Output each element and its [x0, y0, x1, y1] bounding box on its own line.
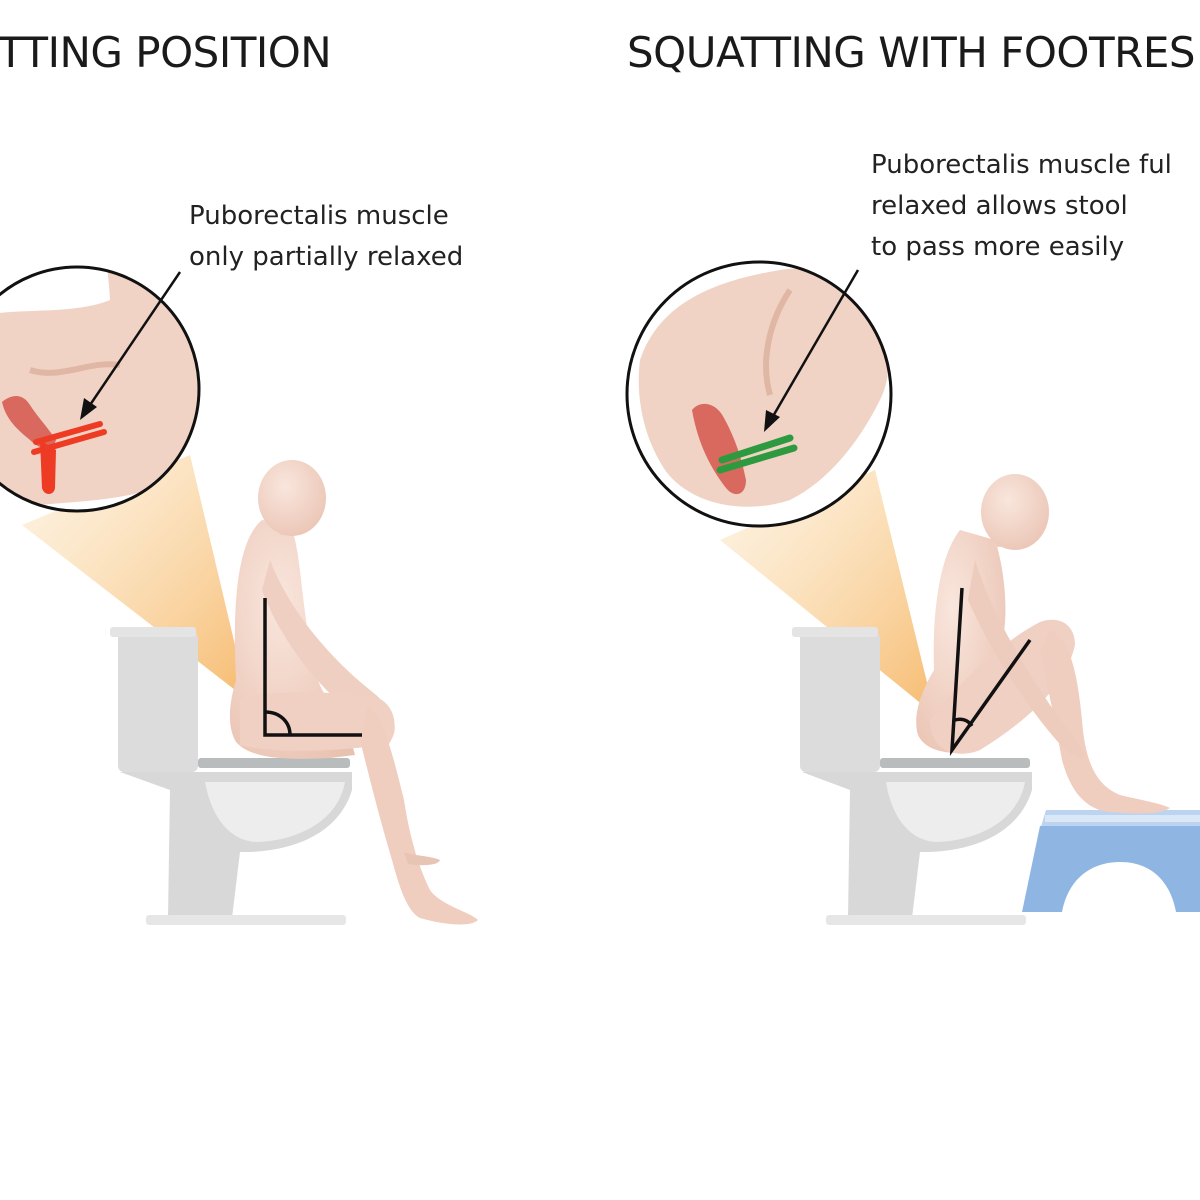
callout-line: only partially relaxed [189, 242, 464, 272]
right-angle-indicator [949, 587, 1032, 757]
right-callout-arrow [764, 269, 860, 432]
right-magnifier-cone [720, 470, 935, 715]
panel-title-right: SQUATTING WITH FOOTRES [627, 28, 1196, 77]
right-panel [625, 260, 1200, 925]
left-angle-indicator [263, 598, 362, 737]
callout-label-right: Puborectalis muscle ful relaxed allows s… [871, 145, 1172, 268]
right-toilet [792, 627, 1032, 925]
callout-label-left: Puborectalis muscle only partially relax… [189, 196, 463, 278]
panel-title-left: TTING POSITION [0, 28, 332, 77]
callout-line: to pass more easily [871, 232, 1125, 262]
left-magnifier [0, 265, 201, 513]
callout-line: relaxed allows stool [871, 191, 1128, 221]
left-toilet [110, 627, 352, 925]
right-footrest [1022, 810, 1200, 912]
callout-line: Puborectalis muscle ful [871, 150, 1172, 180]
left-callout-arrow [80, 271, 182, 420]
right-magnifier [625, 260, 893, 528]
left-person [229, 460, 478, 925]
callout-line: Puborectalis muscle [189, 201, 449, 231]
left-panel [0, 265, 478, 925]
